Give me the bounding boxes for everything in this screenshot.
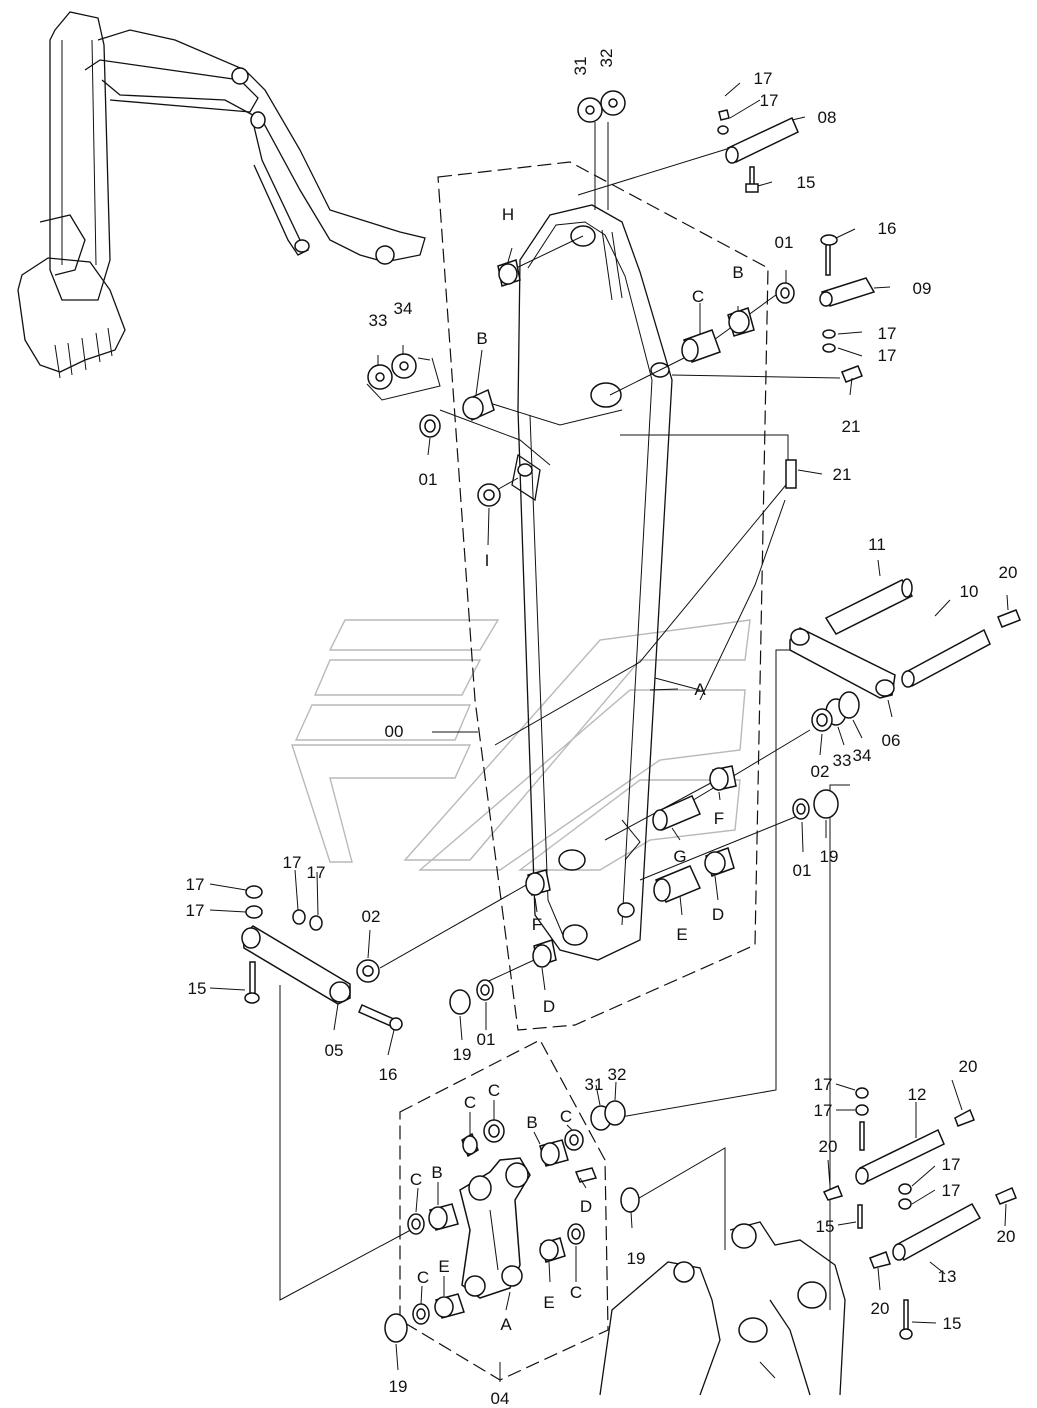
callout-17-c: 17 — [878, 324, 897, 343]
callout-01-b: 01 — [419, 470, 438, 489]
callout-04: 04 — [491, 1389, 510, 1408]
label-leaders — [209, 82, 1009, 1382]
callout-16-a: 16 — [878, 219, 897, 238]
callout-19-b: 19 — [453, 1045, 472, 1064]
callout-31-b: 31 — [585, 1075, 604, 1094]
callout-15-a: 15 — [797, 173, 816, 192]
callout-13: 13 — [938, 1267, 957, 1286]
arm-assembly-boundary — [437, 161, 769, 1031]
callout-19-d: 19 — [389, 1377, 408, 1396]
callout-C-d: C — [560, 1107, 572, 1126]
callout-C-f: C — [417, 1268, 429, 1287]
callout-E-a: E — [676, 925, 687, 944]
hardware-parts — [241, 90, 1021, 1031]
callout-19-c: 19 — [627, 1249, 646, 1268]
callout-A-a: A — [694, 680, 706, 699]
callout-19-a: 19 — [820, 847, 839, 866]
excavator-overview-icon — [17, 11, 426, 379]
callout-C-b: C — [464, 1093, 476, 1112]
callout-17-f: 17 — [186, 901, 205, 920]
callout-I: I — [485, 551, 490, 570]
callout-D-a: D — [712, 905, 724, 924]
callout-20-b: 20 — [959, 1057, 978, 1076]
callout-E-b: E — [438, 1257, 449, 1276]
callout-02-b: 02 — [362, 907, 381, 926]
leader-lines — [279, 122, 850, 1310]
callout-21-b: 21 — [833, 465, 852, 484]
callout-B-d: B — [431, 1163, 442, 1182]
callout-D-b: D — [543, 997, 555, 1016]
arm-body — [511, 204, 673, 961]
callout-06: 06 — [882, 731, 901, 750]
callout-33-a: 33 — [369, 311, 388, 330]
callout-09: 09 — [913, 279, 932, 298]
callout-17-i: 17 — [814, 1075, 833, 1094]
callout-E-c: E — [543, 1293, 554, 1312]
callout-21-a: 21 — [842, 417, 861, 436]
callout-17-d: 17 — [878, 346, 897, 365]
callout-17-b: 17 — [760, 91, 779, 110]
callout-31-top: 31 — [571, 57, 590, 76]
callout-17-e: 17 — [186, 875, 205, 894]
watermark-logo — [291, 619, 751, 871]
callout-17-a: 17 — [754, 69, 773, 88]
callout-16-b: 16 — [379, 1065, 398, 1084]
callout-G: G — [673, 847, 686, 866]
callout-C-c: C — [488, 1081, 500, 1100]
callout-12: 12 — [908, 1085, 927, 1104]
callout-17-g: 17 — [283, 853, 302, 872]
callout-02-a: 02 — [811, 762, 830, 781]
callout-15-d: 15 — [943, 1314, 962, 1333]
callout-B-a: B — [732, 263, 743, 282]
callout-00: 00 — [385, 722, 404, 741]
callout-20-c: 20 — [819, 1137, 838, 1156]
callout-34-b: 34 — [853, 746, 872, 765]
callout-20-d: 20 — [997, 1227, 1016, 1246]
callout-C-e: C — [410, 1170, 422, 1189]
callout-15-b: 15 — [188, 979, 207, 998]
callout-D-c: D — [580, 1197, 592, 1216]
callout-17-h: 17 — [307, 863, 326, 882]
callout-17-k: 17 — [942, 1155, 961, 1174]
callout-B-b: B — [476, 329, 487, 348]
callout-33-b: 33 — [833, 751, 852, 770]
link-assembly — [384, 1100, 640, 1343]
callout-B-c: B — [526, 1113, 537, 1132]
callout-32-top: 32 — [597, 49, 616, 68]
callout-20-a: 20 — [999, 563, 1018, 582]
callout-05: 05 — [325, 1041, 344, 1060]
link-assembly-boundary — [399, 1039, 609, 1381]
bucket-bracket — [599, 1221, 846, 1396]
pins-12-13 — [822, 1087, 1017, 1340]
callout-17-j: 17 — [814, 1101, 833, 1120]
callout-34-a: 34 — [394, 299, 413, 318]
callout-01-c: 01 — [793, 861, 812, 880]
callout-15-c: 15 — [816, 1217, 835, 1236]
callout-08: 08 — [818, 108, 837, 127]
callout-01-a: 01 — [775, 233, 794, 252]
callout-F-b: F — [532, 915, 542, 934]
callout-C-a: C — [692, 287, 704, 306]
callout-01-d: 01 — [477, 1030, 496, 1049]
callout-32-b: 32 — [608, 1065, 627, 1084]
callout-H: H — [502, 205, 514, 224]
callout-C-g: C — [570, 1283, 582, 1302]
callout-20-e: 20 — [871, 1299, 890, 1318]
callout-17-l: 17 — [942, 1181, 961, 1200]
callout-F-a: F — [714, 809, 724, 828]
callout-11: 11 — [868, 535, 886, 554]
callout-10: 10 — [960, 582, 979, 601]
callout-A-b: A — [500, 1315, 512, 1334]
